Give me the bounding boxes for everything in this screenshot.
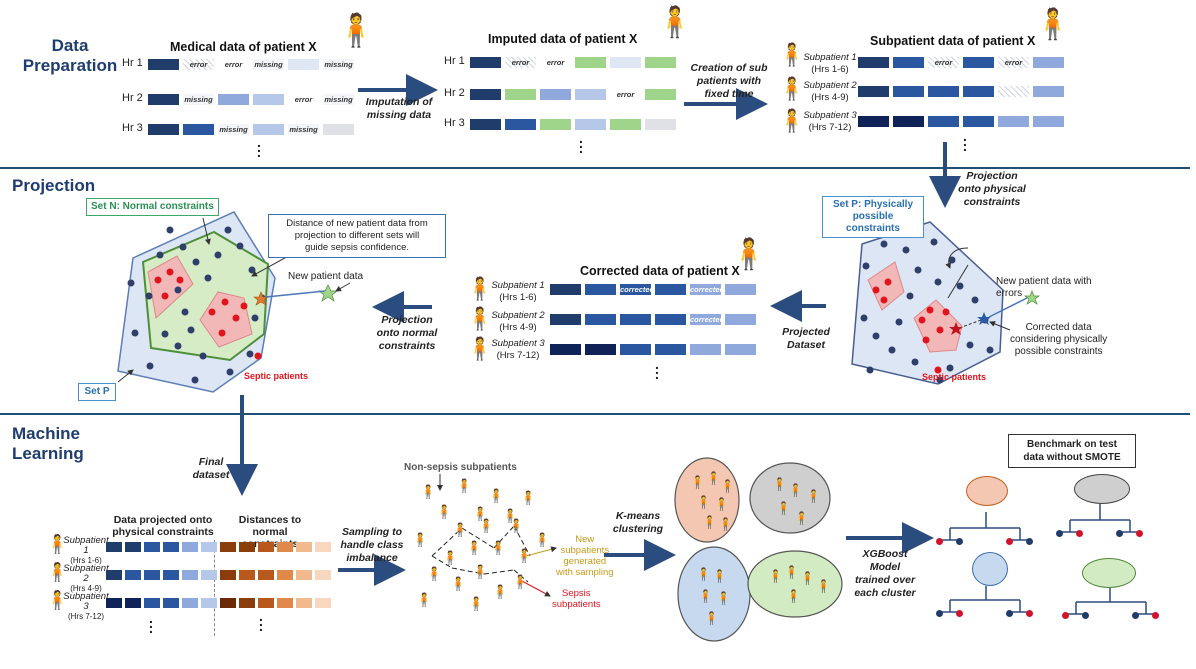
sampling-people: 🧍 🧍 🧍 🧍 🧍 🧍 🧍 🧍 🧍 🧍 🧍 🧍 🧍 🧍 🧍 🧍 🧍 🧍 🧍 🧍 … — [412, 478, 551, 611]
corrected-row-2: corrected — [550, 314, 756, 325]
sepsis-confidence-note: Distance of new patient data from projec… — [268, 214, 446, 258]
new-subpatients-label: New subpatients generated with sampling — [556, 534, 614, 578]
ellipsis: ... — [579, 130, 583, 156]
sepsis-subpatients-label: Sepsis subpatients — [552, 588, 601, 610]
hour-label: Hr 1 — [122, 57, 143, 69]
imputation-label: Imputation of missing data — [365, 96, 433, 121]
right-red-dots — [872, 278, 950, 374]
hour-label: Hr 3 — [122, 122, 143, 134]
subpatient-row-3 — [858, 116, 1064, 127]
subpatient-label: Subpatient 1(Hrs 1-6) — [491, 280, 545, 303]
benchmark-box: Benchmark on test data without SMOTE — [1008, 434, 1136, 468]
septic-patients-label-left: Septic patients — [244, 371, 309, 381]
distance-row-1 — [220, 542, 331, 552]
left-blue-dots — [127, 226, 266, 384]
subpatient-figure-icon: 🧍 — [778, 42, 806, 67]
right-red-star — [949, 322, 963, 335]
medical-data-title: Medical data of patient X — [170, 40, 317, 54]
person-icon: 🧍 — [1034, 8, 1072, 41]
sampling-network-lines — [431, 525, 531, 583]
tree-node-oval — [966, 476, 1008, 506]
subpatient-figure-icon: 🧍 — [46, 590, 69, 610]
ellipsis: ... — [963, 128, 967, 154]
creation-label: Creation of sub patients with fixed time — [690, 62, 768, 100]
right-green-star — [1023, 290, 1041, 305]
corrected-note-label: Corrected data considering physically po… — [1010, 322, 1108, 357]
subpatient-figure-icon: 🧍 — [466, 276, 494, 301]
cluster-people: 🧍 🧍 🧍 🧍 🧍 🧍 🧍 🧍 🧍 🧍 🧍 🧍 🧍 🧍 🧍 🧍 🧍 🧍 🧍 🧍 … — [690, 471, 831, 625]
ellipsis: ... — [257, 134, 261, 160]
section-title-data-preparation: Data Preparation — [22, 36, 118, 75]
new-patient-errors-label: New patient data with errors — [996, 276, 1092, 299]
tree-node-oval — [972, 552, 1008, 586]
hour-label: Hr 2 — [122, 92, 143, 104]
new-patient-label: New patient data — [288, 271, 364, 282]
imputed-data-title: Imputed data of patient X — [488, 32, 638, 46]
imputed-row-2: error — [470, 89, 676, 100]
subpatient-figure-icon: 🧍 — [778, 108, 806, 133]
tree-node-oval — [1074, 474, 1130, 504]
subpatient-label: Subpatient 1(Hrs 1-6) — [803, 52, 857, 75]
hour-label: Hr 2 — [444, 87, 465, 99]
subpatient-label: Subpatient 2(Hrs 4-9) — [491, 310, 545, 333]
subpatient-data-title: Subpatient data of patient X — [870, 34, 1036, 48]
set-n-box: Set N: Normal constraints — [86, 198, 219, 216]
person-icon: 🧍 — [656, 6, 694, 39]
subpatient-label: Subpatient 3(Hrs 7-12) — [491, 338, 545, 361]
final-row-3 — [106, 598, 217, 608]
kmeans-label: K-means clustering — [612, 510, 664, 535]
section-title-projection: Projection — [12, 176, 96, 195]
subpatient-label: Subpatient 3(Hrs 7-12) — [803, 110, 857, 133]
left-green-star — [318, 284, 338, 302]
tree-node-oval — [1082, 558, 1136, 588]
left-red-dots — [154, 268, 262, 360]
tree-structures — [940, 504, 1156, 615]
septic-patients-label-right: Septic patients — [922, 372, 987, 382]
projection-normal-label: Projection onto normal constraints — [376, 314, 438, 352]
subpatient-label: Subpatient 2(Hrs 4-9) — [63, 563, 109, 594]
section-title-machine-learning: Machine Learning — [12, 424, 84, 463]
sampling-label: Sampling to handle class imbalance — [340, 526, 404, 564]
final-row-1 — [106, 542, 217, 552]
subpatient-label: Subpatient 2(Hrs 4-9) — [803, 80, 857, 103]
set-p-box-left: Set P — [78, 383, 116, 401]
final-dataset-label: Final dataset — [192, 456, 230, 481]
subpatient-row-2 — [858, 86, 1064, 97]
final-row-2 — [106, 570, 217, 580]
person-icon: 🧍 — [336, 12, 376, 48]
subpatient-figure-icon: 🧍 — [46, 534, 69, 554]
projected-dataset-label: Projected Dataset — [782, 326, 830, 351]
tree-leaves — [936, 530, 1176, 638]
column-divider — [214, 540, 215, 636]
hour-label: Hr 3 — [444, 117, 465, 129]
distance-row-2 — [220, 570, 331, 580]
right-blue-star — [977, 312, 991, 325]
subpatient-label: Subpatient 3(Hrs 7-12) — [63, 591, 109, 622]
projection-physical-label: Projection onto physical constraints — [958, 170, 1026, 208]
hour-label: Hr 1 — [444, 55, 465, 67]
ellipsis: ... — [259, 608, 263, 634]
ellipsis: ... — [655, 356, 659, 382]
corrected-data-title: Corrected data of patient X — [580, 264, 740, 278]
non-sepsis-label: Non-sepsis subpatients — [404, 462, 517, 473]
ellipsis: ... — [149, 610, 153, 636]
subpatient-figure-icon: 🧍 — [46, 562, 69, 582]
subpatient-figure-icon: 🧍 — [466, 306, 494, 331]
person-icon: 🧍 — [730, 238, 768, 271]
distance-row-3 — [220, 598, 331, 608]
corrected-row-3 — [550, 344, 756, 355]
subpatient-figure-icon: 🧍 — [778, 76, 806, 101]
subpatient-figure-icon: 🧍 — [466, 336, 494, 361]
xgboost-label: XGBoost Model trained over each cluster — [854, 548, 916, 599]
imputed-row-3 — [470, 119, 676, 130]
subpatient-label: Subpatient 1(Hrs 1-6) — [63, 535, 109, 566]
col1-title: Data projected onto physical constraints — [112, 514, 214, 538]
set-p-box-right: Set P: Physically possible constraints — [822, 196, 924, 238]
